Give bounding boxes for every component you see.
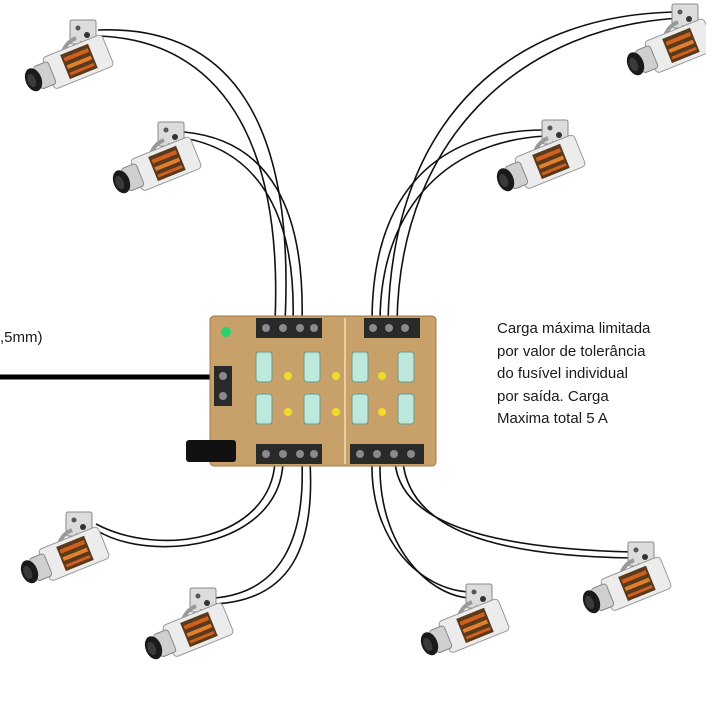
cctv-camera-icon bbox=[13, 510, 113, 593]
power-led bbox=[221, 327, 231, 337]
wire-bottom-right-inner-a bbox=[371, 461, 471, 593]
wire-top-left-outer-b bbox=[97, 35, 277, 323]
fuses bbox=[255, 351, 415, 425]
cctv-camera-icon bbox=[105, 120, 205, 203]
load-note-line: por valor de tolerância bbox=[497, 342, 646, 360]
wires bbox=[95, 11, 683, 605]
load-note: Carga máxima limitada por valor de toler… bbox=[497, 318, 706, 431]
load-note-line: por saída. Carga bbox=[497, 387, 609, 405]
input-terminal bbox=[214, 366, 232, 406]
wire-bottom-left-outer-b bbox=[95, 461, 284, 548]
wire-top-right-outer-a bbox=[387, 11, 683, 323]
wire-bottom-right-outer-b bbox=[402, 461, 633, 559]
load-note-line: Carga máxima limitada bbox=[497, 320, 651, 337]
cctv-camera-icon bbox=[413, 582, 513, 665]
wire-bottom-left-inner-b bbox=[214, 461, 312, 605]
wire-top-right-outer-b bbox=[396, 17, 683, 323]
wire-top-left-inner-a bbox=[183, 131, 303, 323]
power-distribution-board-icon bbox=[186, 315, 437, 467]
input-cable-label: ,5mm) bbox=[0, 329, 43, 346]
cctv-camera-icon bbox=[489, 118, 589, 201]
wire-bottom-left-inner-a bbox=[214, 461, 304, 599]
wire-bottom-right-outer-a bbox=[394, 461, 633, 553]
wire-top-left-inner-b bbox=[183, 137, 294, 323]
terminal-block bbox=[256, 318, 322, 338]
cctv-camera-icon bbox=[575, 540, 675, 623]
wire-top-right-inner-b bbox=[379, 135, 546, 323]
cctv-camera-icon bbox=[17, 18, 117, 101]
terminal-block bbox=[350, 444, 424, 464]
cctv-camera-icon bbox=[137, 586, 237, 669]
wire-bottom-right-inner-b bbox=[379, 461, 471, 599]
load-note-line: Maxima total 5 A bbox=[497, 410, 608, 427]
terminal-block bbox=[256, 444, 322, 464]
fuse-leds bbox=[284, 372, 386, 416]
wire-bottom-left-outer-a bbox=[95, 461, 276, 542]
power-plug-icon bbox=[186, 440, 236, 462]
wire-top-right-inner-a bbox=[371, 129, 546, 323]
cctv-camera-icon bbox=[619, 2, 706, 85]
load-note-line: do fusível individual bbox=[497, 365, 628, 382]
wire-top-left-outer-a bbox=[97, 29, 287, 323]
